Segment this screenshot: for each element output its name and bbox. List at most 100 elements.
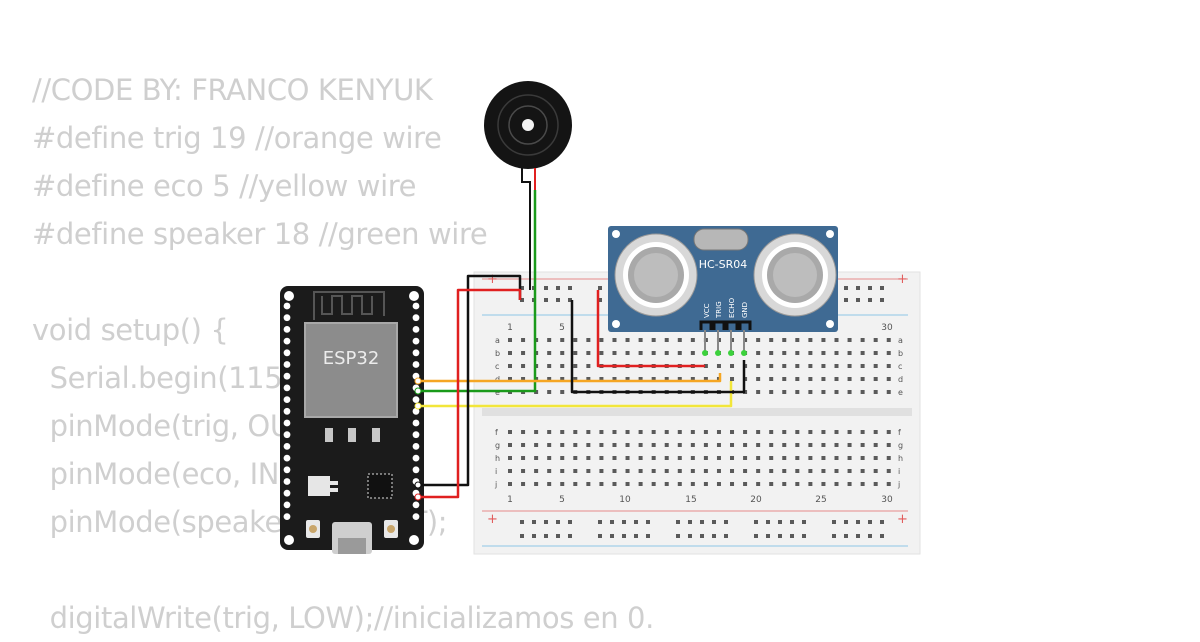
column-number-top-5: 5 — [559, 323, 565, 333]
breadboard-hole — [795, 443, 800, 447]
voltage-regulator — [308, 476, 330, 496]
mount-hole — [409, 535, 419, 545]
breadboard-hole — [782, 338, 787, 342]
breadboard-hole — [664, 456, 669, 460]
breadboard-hole — [508, 351, 512, 355]
rail-hole — [568, 520, 572, 524]
breadboard-hole — [782, 443, 787, 447]
esp32-header-pin — [283, 302, 291, 310]
pin-label-trig: TRIG — [715, 301, 723, 319]
rail-hole — [832, 534, 836, 538]
breadboard-hole — [703, 456, 708, 460]
breadboard-hole — [690, 430, 695, 434]
rail-hole — [610, 520, 614, 524]
rail-hole — [844, 286, 848, 290]
rail-hole — [802, 534, 806, 538]
breadboard-hole — [834, 364, 839, 368]
breadboard-hole — [860, 482, 865, 486]
wire-black-gnd — [570, 300, 746, 394]
breadboard-hole — [521, 377, 526, 381]
breadboard-hole — [703, 469, 708, 473]
breadboard-hole — [743, 456, 748, 460]
breadboard-hole — [534, 390, 539, 394]
breadboard-hole — [730, 430, 735, 434]
piezo-buzzer — [484, 81, 572, 290]
breadboard-hole — [808, 482, 813, 486]
mount-hole — [284, 535, 294, 545]
rail-hole — [868, 286, 872, 290]
breadboard-hole — [821, 456, 826, 460]
breadboard-hole — [586, 351, 591, 355]
breadboard-hole — [638, 443, 643, 447]
sensor-label: HC-SR04 — [699, 258, 748, 271]
breadboard-hole — [795, 351, 800, 355]
breadboard-hole — [795, 364, 800, 368]
esp32-header-pin — [283, 407, 291, 415]
breadboard-hole — [547, 482, 552, 486]
column-number-bottom-15: 15 — [685, 495, 696, 505]
sensor-header — [699, 320, 752, 356]
breadboard-hole — [560, 338, 565, 342]
breadboard-hole — [703, 364, 708, 368]
breadboard-hole — [508, 443, 512, 447]
breadboard-hole — [886, 364, 891, 368]
breadboard-hole — [847, 390, 852, 394]
breadboard-hole — [690, 443, 695, 447]
transducer-mesh-center — [634, 253, 678, 297]
buzzer-ring — [497, 94, 559, 156]
breadboard-hole — [808, 377, 813, 381]
row-label-left-e: e — [495, 388, 500, 397]
rail-hole — [868, 298, 872, 302]
breadboard-hole — [573, 377, 578, 381]
rail-hole — [556, 534, 560, 538]
esp32-header-pin — [283, 513, 291, 520]
breadboard-hole — [769, 377, 774, 381]
breadboard-hole — [599, 482, 604, 486]
column-number-bottom-30: 30 — [881, 495, 893, 505]
rail-hole — [688, 520, 692, 524]
breadboard-hole — [860, 377, 865, 381]
column-number-bottom-10: 10 — [619, 495, 631, 505]
rail-hole — [598, 520, 602, 524]
breadboard-hole — [860, 338, 865, 342]
breadboard-hole — [886, 377, 891, 381]
breadboard-hole — [847, 338, 852, 342]
breadboard-hole — [769, 364, 774, 368]
rail-hole — [802, 520, 806, 524]
breadboard-hole — [651, 351, 656, 355]
column-number-bottom-5: 5 — [559, 495, 565, 505]
row-label-right-d: d — [898, 375, 903, 384]
breadboard-hole — [677, 456, 682, 460]
row-label-left-d: d — [495, 375, 500, 384]
breadboard-hole — [638, 377, 643, 381]
breadboard-hole — [677, 351, 682, 355]
breadboard-hole — [547, 456, 552, 460]
esp32-board: ESP32 — [280, 286, 424, 554]
breadboard-hole — [756, 377, 761, 381]
column-number-bottom-20: 20 — [750, 495, 762, 505]
breadboard-hole — [625, 430, 630, 434]
breadboard-hole — [782, 482, 787, 486]
breadboard-hole — [847, 469, 852, 473]
breadboard-hole — [534, 469, 539, 473]
rail-hole — [868, 534, 872, 538]
row-label-right-i: i — [898, 467, 900, 476]
breadboard-hole — [690, 351, 695, 355]
breadboard-hole — [860, 456, 865, 460]
breadboard-hole — [847, 443, 852, 447]
esp32-header-pin — [412, 501, 420, 509]
code-line: #define eco 5 //yellow wire — [32, 169, 417, 203]
rail-plus-top-right: + — [897, 272, 908, 287]
row-label-right-f: f — [898, 428, 901, 437]
breadboard-hole — [599, 338, 604, 342]
breadboard-hole — [716, 469, 721, 473]
breadboard-hole — [573, 351, 578, 355]
rail-hole — [880, 298, 884, 302]
smd-component — [372, 428, 380, 442]
breadboard-hole — [782, 351, 787, 355]
breadboard-hole — [534, 456, 539, 460]
breadboard-hole — [834, 482, 839, 486]
rail-hole — [532, 520, 536, 524]
breadboard-hole — [521, 456, 526, 460]
breadboard-hole — [625, 469, 630, 473]
